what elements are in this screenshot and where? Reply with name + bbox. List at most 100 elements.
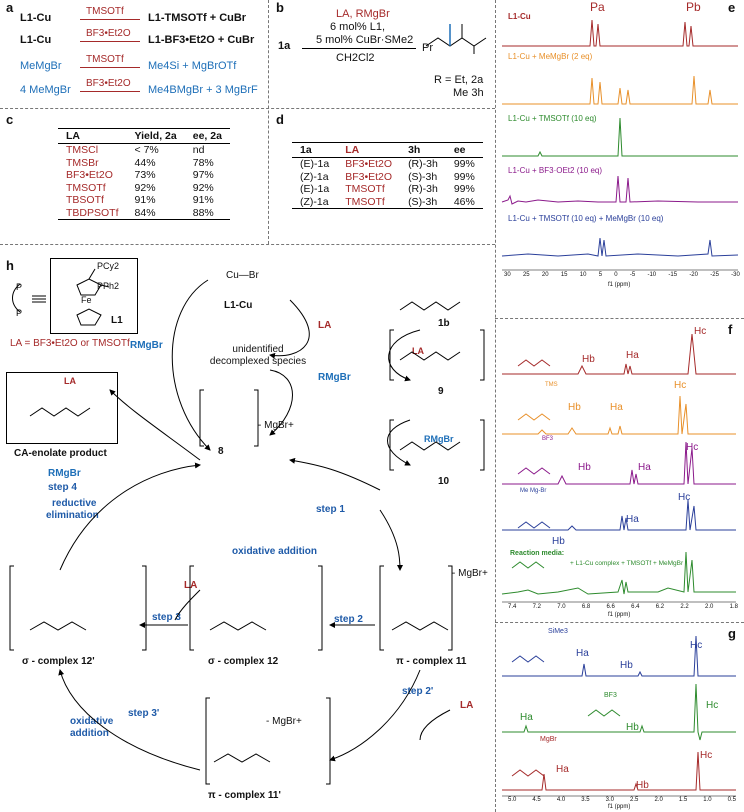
axis-tick: 6.4	[631, 604, 640, 610]
reaction-arrow	[80, 67, 140, 68]
column-header: ee, 2a	[184, 128, 230, 144]
product-note: Me 3h	[453, 87, 484, 99]
svg-text:P: P	[16, 308, 22, 318]
panel-a: L1-Cu TMSOTf L1-TMSOTf + CuBr L1-Cu BF3•…	[0, 6, 268, 106]
table-cell: 91%	[192, 194, 214, 206]
table-row: TMSCl< 7%nd	[58, 144, 230, 157]
axis-tick: 1.5	[678, 797, 688, 803]
column-header: 1a	[292, 142, 338, 158]
peak-label: Hb	[626, 722, 639, 733]
column-header: Yield, 2a	[126, 128, 185, 144]
table-cell: (E)-1a	[300, 158, 330, 170]
catalytic-cycle-diagram	[9, 279, 485, 785]
peak-label: Hc	[686, 442, 699, 453]
unidentified-text-2: decomplexed species	[209, 356, 307, 367]
complex-label: σ - complex 12	[208, 656, 279, 667]
x-axis-label: f1 (ppm)	[608, 612, 631, 618]
la-label: LA	[318, 320, 332, 331]
step-label: oxidative	[70, 716, 114, 727]
step-label: step 3'	[128, 708, 160, 719]
panel-b: 1a LA, RMgBr 6 mol% L1, 5 mol% CuBr·SMe2…	[268, 0, 495, 108]
reactant: L1-Cu	[20, 12, 52, 24]
axis-tick: 25	[522, 272, 530, 278]
step-label: elimination	[46, 510, 99, 521]
table-cell: TMSBr	[66, 156, 99, 169]
reaction-arrow	[80, 91, 140, 92]
panel-g-label: g	[728, 626, 736, 641]
axis-tick: 10	[579, 272, 587, 278]
step-label: addition	[70, 728, 109, 739]
peak-label: Pa	[590, 0, 605, 14]
column-header: LA	[58, 128, 127, 144]
peak-label: Hc	[674, 380, 687, 391]
axis-tick: 6.2	[655, 604, 665, 610]
spectrum-trace	[502, 751, 736, 791]
reaction-mix: + L1-Cu complex + TMSOTf + MeMgBr	[570, 560, 684, 567]
peak-label: Ha	[626, 514, 639, 525]
complex-label: π - complex 11	[396, 656, 467, 667]
table-cell: (E)-1a	[300, 183, 330, 195]
table-row: TMSOTf 92% 92%	[58, 182, 230, 195]
spectrum-trace	[502, 635, 736, 677]
panel-a-label: a	[6, 0, 14, 15]
spectrum-trace	[501, 175, 738, 205]
reactant: L1-Cu	[20, 34, 52, 46]
axis-tick: 4.5	[532, 797, 541, 803]
axis-tick: -30	[731, 272, 740, 278]
peak-label: Ha	[626, 350, 639, 361]
reactant: MeMgBr	[20, 60, 62, 72]
spectrum-title: L1-Cu + TMSOTf (10 eq) + MeMgBr (10 eq)	[508, 214, 664, 223]
axis-tick: -15	[668, 272, 678, 278]
peak-label: Hb	[552, 536, 565, 547]
rmgbr-label: RMgBr	[48, 468, 81, 479]
solvent: CH2Cl2	[336, 52, 375, 64]
divider	[0, 244, 495, 245]
axis-tick: 2.0	[705, 604, 714, 610]
axis-tick: 5.0	[508, 797, 517, 803]
table-cell: BF3•Et2O	[66, 169, 113, 181]
spectrum-title: L1-Cu	[508, 12, 531, 21]
spectrum-trace	[502, 395, 736, 435]
product-box	[6, 372, 118, 444]
axis-tick: -20	[689, 272, 698, 278]
p-cu-br-label: Cu—Br	[226, 270, 259, 281]
table-cell: TMSOTf	[66, 181, 106, 194]
axis-tick: 3.0	[605, 797, 614, 803]
nmr-enolate-spectra	[502, 635, 736, 797]
table-cell: (Z)-1a	[300, 170, 329, 183]
substituent-label: Me Mg-Br	[520, 488, 547, 494]
svg-text:P: P	[16, 282, 22, 292]
bidentate-ligand-icon: P P	[12, 282, 46, 318]
rmgbr-label: RMgBr	[130, 340, 163, 351]
table-cell: (R)-3h	[408, 183, 438, 195]
la-label: LA	[412, 346, 424, 356]
reagent: BF3•Et2O	[86, 78, 131, 89]
axis-tick: 1.8	[729, 604, 738, 610]
table-cell: < 7%	[134, 144, 159, 156]
reaction-arrow	[80, 41, 140, 42]
column-header: ee	[445, 142, 483, 158]
peak-label: Hc	[706, 700, 719, 711]
spectrum-title: L1-Cu + TMSOTf (10 eq)	[508, 114, 597, 123]
spectrum-trace	[501, 237, 739, 257]
peak-label: Hb	[620, 660, 633, 671]
reagent: BF3•Et2O	[86, 28, 131, 39]
panel-d-label: d	[276, 112, 284, 127]
substituent-label: SiMe3	[548, 628, 568, 635]
compound-10-label: 10	[438, 476, 450, 487]
ligand-name: L1	[111, 315, 123, 326]
axis-tick: 3.5	[581, 797, 590, 803]
table-cell: 44%	[134, 156, 156, 169]
peak-label: Ha	[638, 462, 651, 473]
la-label: LA	[460, 700, 474, 711]
peak-label: Hb	[578, 462, 591, 473]
table-cell: 92%	[192, 181, 214, 194]
table-cell: 92%	[134, 181, 156, 194]
table-cell: BF3•Et2O	[345, 170, 393, 183]
